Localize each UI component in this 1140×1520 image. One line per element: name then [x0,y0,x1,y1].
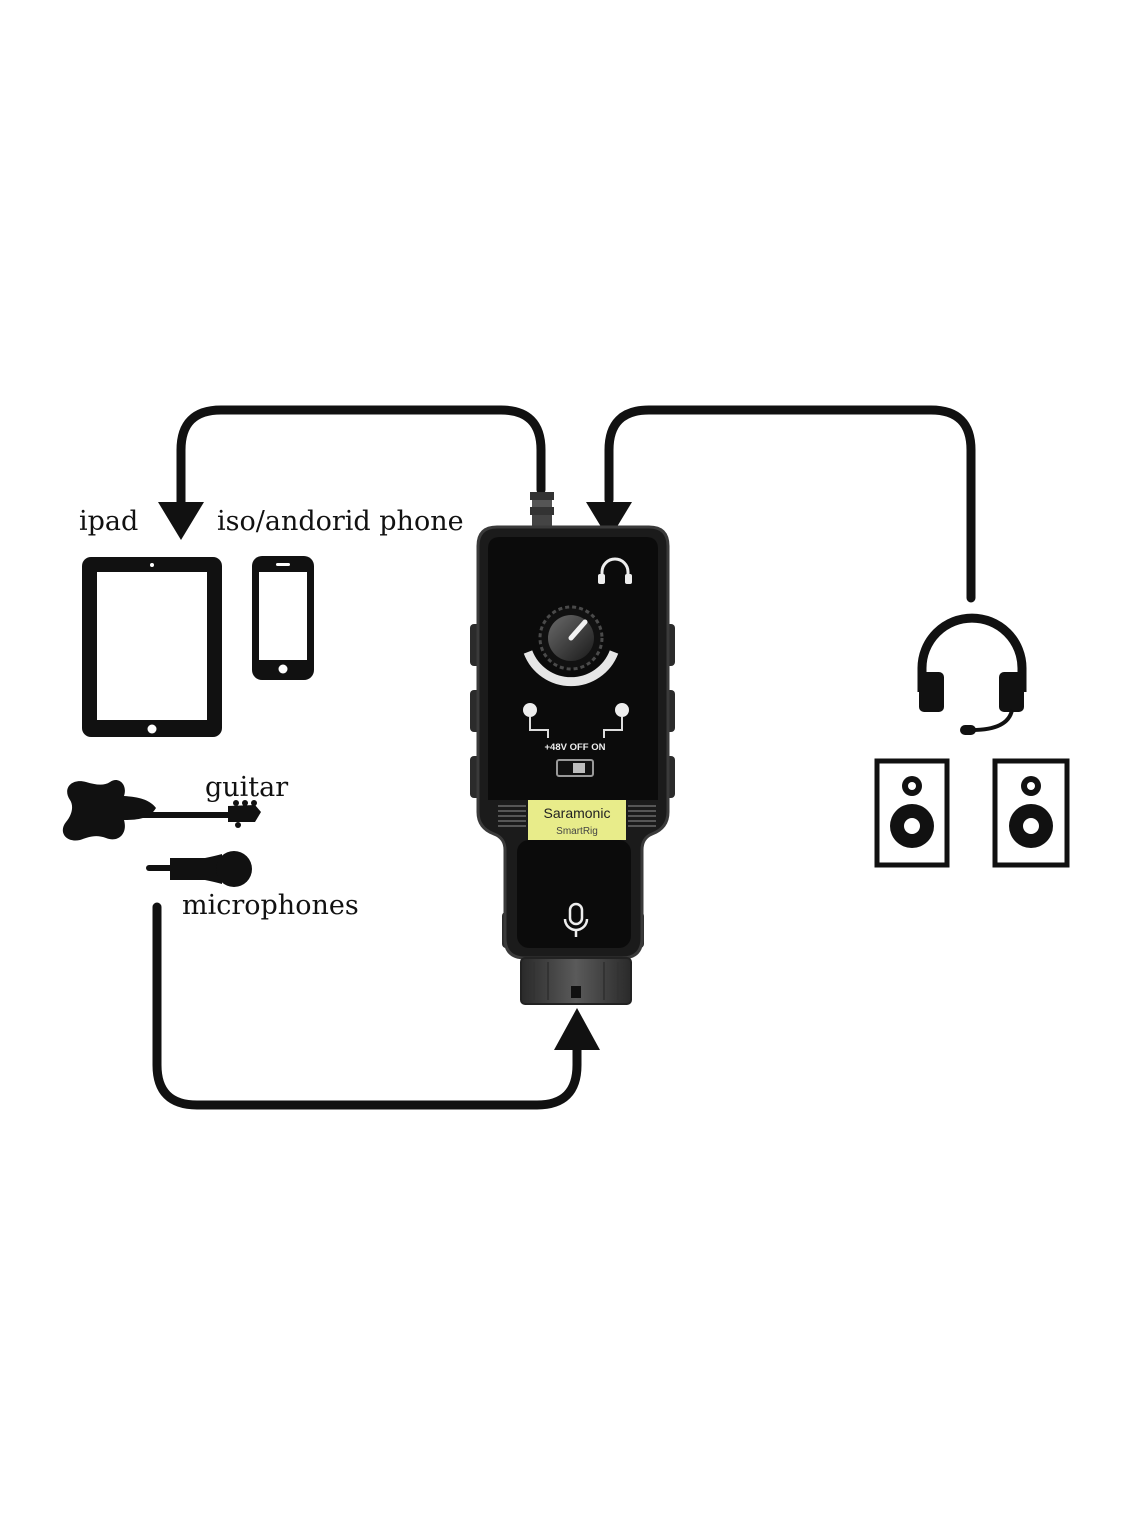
cable-from-instruments [152,902,582,1110]
vent-grilles [498,805,656,827]
cable-to-mobile [176,405,546,510]
input-indicators [523,703,629,738]
arrowheads [158,502,632,1050]
volume-knob[interactable] [538,605,604,671]
microphones-label: microphones [182,890,359,921]
speaker-icon [992,758,1070,868]
smartphone-icon [252,556,314,680]
arrow-down-ipad [158,502,204,540]
speaker-icon [874,758,950,868]
brand-name: Saramonic [544,805,611,821]
model-name: SmartRig [556,826,598,837]
phantom-power-label: +48V OFF ON [545,742,606,753]
cable-to-headset [604,405,976,603]
mic-input-icon [563,902,589,937]
headset-icon [917,613,1027,735]
headphones-icon [598,557,632,584]
brand-badge: Saramonic SmartRig [528,800,626,840]
ipad-label: ipad [79,506,139,537]
guitar-icon [62,779,261,841]
phantom-power-switch[interactable] [556,759,594,777]
connection-lines [152,405,976,1110]
phone-label: iso/andorid phone [217,506,464,537]
tablet-icon [82,557,222,737]
arrow-down-device [586,502,632,540]
guitar-label: guitar [205,772,289,803]
microphone-icon [146,851,252,887]
top-connector [530,492,554,529]
combo-input-jack [520,957,632,1005]
volume-scale [523,650,619,687]
audio-interface-device: +48V OFF ON Saramonic SmartRig [470,492,675,1005]
arrow-up-device [554,1008,600,1050]
